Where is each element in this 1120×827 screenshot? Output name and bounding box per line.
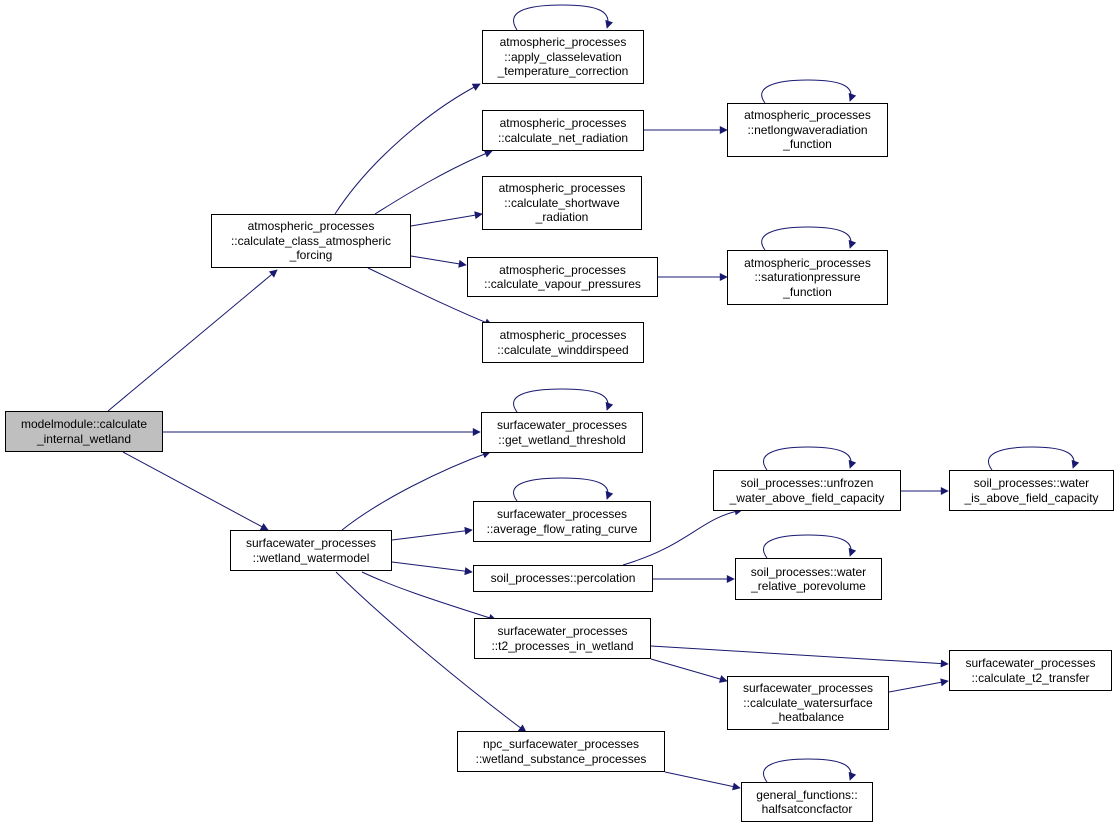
node-calculate-vapour-pressures[interactable]: atmospheric_processes ::calculate_vapour… (467, 257, 658, 297)
node-label-line: ::netlongwaveradiation (747, 122, 868, 137)
edge-watersurface-heat-to-t2-transfer (888, 678, 949, 693)
node-get-wetland-threshold[interactable]: surfacewater_processes ::get_wetland_thr… (481, 412, 643, 453)
node-label-line: surfacewater_processes (496, 507, 628, 521)
self-loop-halfsatconc (763, 758, 857, 783)
node-label-line: _internal_wetland (36, 431, 132, 446)
node-water-relative-porevolume[interactable]: soil_processes::water _relative_porevolu… (735, 558, 882, 600)
node-netlongwaveradiation-function[interactable]: atmospheric_processes ::netlongwaveradia… (727, 103, 888, 157)
node-label-line: ::calculate_shortwave (504, 195, 620, 210)
node-label-line: ::get_wetland_threshold (498, 432, 626, 447)
edge-root-to-wetland-watermodel (122, 451, 269, 531)
edge-class-forcing-to-apply-classelevation (334, 83, 481, 215)
self-loop-water-above-fc (988, 446, 1080, 471)
self-loop-netlongwave (761, 79, 857, 104)
node-label-line: _is_above_field_capacity (964, 490, 1099, 505)
node-label-line: _heatbalance (771, 710, 845, 725)
node-calculate-shortwave-radiation[interactable]: atmospheric_processes ::calculate_shortw… (482, 176, 642, 230)
edge-watermodel-to-substance-processes (335, 571, 527, 733)
node-t2-processes-in-wetland[interactable]: surfacewater_processes ::t2_processes_in… (474, 618, 651, 659)
node-label-line: soil_processes::percolation (490, 571, 636, 586)
node-label-line: _water_above_field_capacity (729, 490, 885, 505)
node-label-line: surfacewater_processes (496, 418, 628, 432)
self-loop-average-flow (513, 477, 614, 502)
node-calculate-net-radiation[interactable]: atmospheric_processes ::calculate_net_ra… (482, 110, 644, 151)
self-loop-saturationpressure (761, 226, 857, 251)
node-label-line: general_functions:: (756, 787, 858, 802)
node-wetland-substance-processes[interactable]: npc_surfacewater_processes ::wetland_sub… (457, 731, 665, 772)
node-saturationpressure-function[interactable]: atmospheric_processes ::saturationpressu… (727, 250, 888, 305)
node-label-line: _relative_porevolume (751, 579, 866, 593)
node-label-line: soil_processes::water (973, 476, 1090, 490)
node-label-line: ::calculate_winddirspeed (497, 342, 629, 357)
node-label-line: soil_processes::unfrozen (740, 476, 874, 490)
node-label-line: ::average_flow_rating_curve (486, 521, 638, 536)
edge-watermodel-to-t2-processes (361, 571, 497, 622)
node-label-line: ::calculate_class_atmospheric (230, 233, 392, 248)
node-label-line: atmospheric_processes (499, 262, 626, 277)
edge-class-forcing-to-winddirspeed (367, 267, 493, 327)
edge-t2-processes-to-watersurface-heat (650, 658, 728, 683)
edge-class-forcing-to-vapour-pressures (410, 255, 467, 268)
node-label-line: ::t2_processes_in_wetland (491, 638, 634, 653)
node-label-line: ::wetland_substance_processes (475, 751, 647, 766)
node-label-line: ::calculate_watersurface (743, 695, 873, 710)
node-label-line: halfsatconcfactor (761, 802, 853, 816)
node-label-line: atmospheric_processes (744, 108, 871, 123)
node-label-line: ::saturationpressure (754, 270, 861, 285)
node-modelmodule-calculate-internal-wetland[interactable]: modelmodule::calculate _internal_wetland (5, 411, 163, 452)
self-loop-unfrozen-water (763, 446, 857, 471)
node-apply-classelevation-temperature-correction[interactable]: atmospheric_processes ::apply_classeleva… (482, 30, 644, 84)
node-calculate-class-atmospheric-forcing[interactable]: atmospheric_processes ::calculate_class_… (211, 214, 411, 268)
node-label-line: surfacewater_processes (965, 656, 1096, 670)
node-unfrozen-water-above-field-capacity[interactable]: soil_processes::unfrozen _water_above_fi… (713, 470, 901, 511)
node-label-line: soil_processes::water (750, 564, 867, 579)
node-percolation[interactable]: soil_processes::percolation (473, 565, 653, 592)
node-label-line: ::calculate_vapour_pressures (484, 277, 641, 291)
node-label-line: surfacewater_processes (245, 536, 377, 550)
node-label-line: _function (783, 284, 832, 299)
edge-watermodel-to-percolation (391, 561, 473, 576)
node-calculate-winddirspeed[interactable]: atmospheric_processes ::calculate_winddi… (482, 322, 644, 363)
node-calculate-t2-transfer[interactable]: surfacewater_processes ::calculate_t2_tr… (949, 650, 1112, 691)
node-label-line: atmospheric_processes (499, 116, 627, 130)
edge-watermodel-to-average-flow (391, 526, 473, 541)
node-label-line: npc_surfacewater_processes (482, 737, 640, 751)
node-average-flow-rating-curve[interactable]: surfacewater_processes ::average_flow_ra… (473, 501, 651, 542)
node-water-is-above-field-capacity[interactable]: soil_processes::water _is_above_field_ca… (949, 470, 1114, 511)
node-label-line: ::calculate_t2_transfer (971, 670, 1090, 685)
node-label-line: atmospheric_processes (498, 181, 626, 196)
node-label-line: atmospheric_processes (744, 255, 871, 270)
self-loop-wetland-threshold (513, 388, 614, 413)
node-label-line: _forcing (289, 248, 333, 263)
node-label-line: modelmodule::calculate (20, 417, 148, 431)
node-label-line: ::calculate_net_radiation (497, 130, 629, 145)
node-label-line: ::wetland_watermodel (252, 550, 370, 565)
edge-class-forcing-to-shortwave (410, 211, 483, 227)
node-label-line: surfacewater_processes (497, 624, 628, 638)
self-loop-porevolume (763, 534, 857, 559)
node-label-line: surfacewater_processes (742, 681, 874, 696)
edge-t2-processes-to-t2-transfer (650, 645, 949, 668)
node-label-line: atmospheric_processes (247, 219, 375, 234)
edge-watermodel-to-wetland-threshold (341, 450, 491, 531)
node-halfsatconcfactor[interactable]: general_functions:: halfsatconcfactor (741, 782, 873, 822)
node-wetland-watermodel[interactable]: surfacewater_processes ::wetland_watermo… (230, 530, 392, 571)
node-label-line: atmospheric_processes (499, 328, 627, 342)
self-loop-apply-classelevation (513, 4, 613, 31)
edge-substance-processes-to-halfsatconc (664, 771, 741, 791)
node-label-line: _radiation (535, 210, 589, 225)
edge-class-forcing-to-net-radiation (374, 149, 493, 215)
edge-root-to-class-forcing (107, 269, 278, 412)
node-label-line: _temperature_correction (497, 64, 629, 79)
node-label-line: ::apply_classelevation (504, 49, 622, 64)
edge-percolation-to-unfrozen-water (622, 507, 743, 566)
node-label-line: _function (783, 137, 832, 152)
node-label-line: atmospheric_processes (499, 35, 627, 50)
node-calculate-watersurface-heatbalance[interactable]: surfacewater_processes ::calculate_water… (727, 676, 889, 730)
